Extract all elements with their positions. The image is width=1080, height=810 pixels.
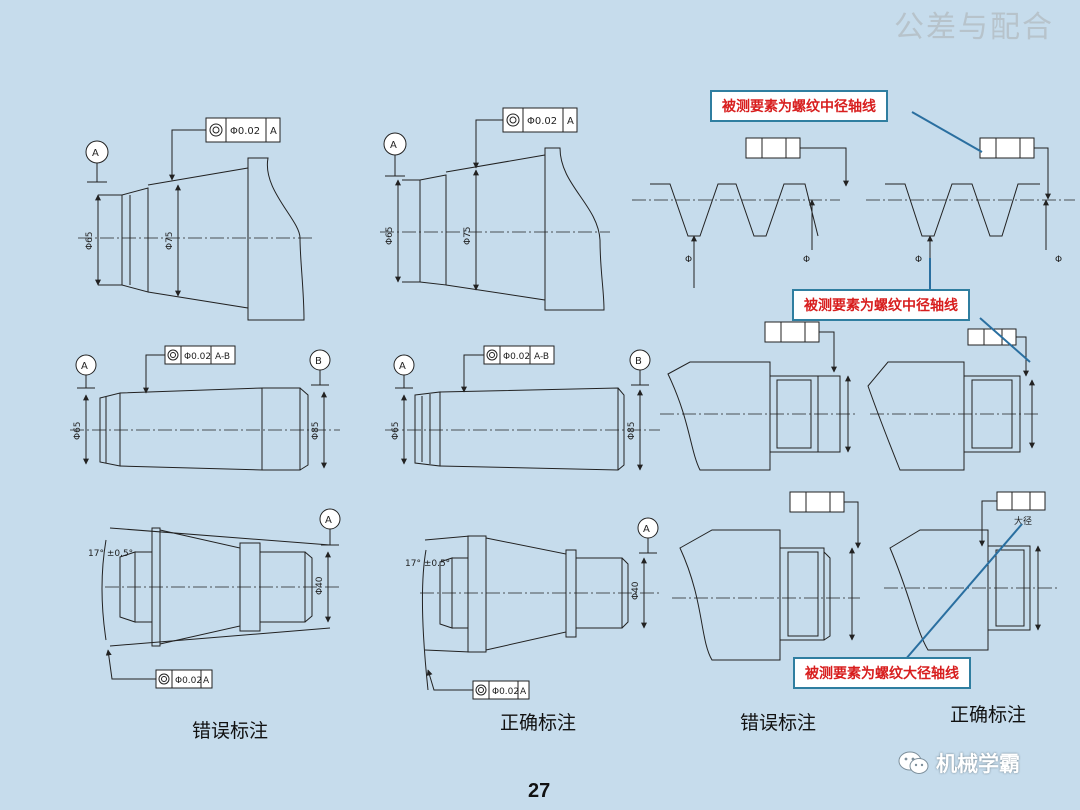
label-correct-right: 正确标注 [950, 704, 1027, 726]
label-wrong-left: 错误标注 [192, 720, 269, 742]
tolerance-frame: Φ0.02 A [205, 117, 281, 143]
tolerance-frame-blank [979, 137, 1035, 159]
tolerance-frame: Φ0.02 A [502, 107, 578, 133]
svg-text:A: A [81, 361, 88, 372]
callout-pitch-axis-top: 被测要素为螺纹中径轴线 [710, 90, 888, 122]
figure-thread-part-correct [867, 328, 1040, 471]
svg-text:Φ0.02: Φ0.02 [175, 676, 202, 686]
svg-text:Φ0.02: Φ0.02 [230, 126, 260, 137]
page-title: 公差与配合 [894, 10, 1054, 45]
svg-text:Φ: Φ [803, 255, 810, 265]
dim-angle: 17° ±0.5° [88, 549, 133, 559]
figure-thread-profile-wrong: Φ Φ [632, 137, 849, 288]
leader-line-2b [979, 317, 1031, 363]
tolerance-frame-blank [745, 137, 801, 159]
tolerance-frame-blank [996, 491, 1046, 511]
wechat-icon [898, 751, 929, 774]
svg-text:A: A [643, 524, 650, 535]
svg-text:Φ0.02: Φ0.02 [527, 116, 557, 127]
svg-text:Φ85: Φ85 [311, 421, 321, 440]
svg-text:Φ: Φ [685, 255, 692, 265]
svg-text:Φ65: Φ65 [391, 421, 401, 440]
svg-text:Φ65: Φ65 [73, 421, 83, 440]
svg-text:A: A [203, 676, 210, 686]
svg-text:Φ0.02: Φ0.02 [503, 352, 530, 362]
svg-text:A: A [390, 140, 397, 151]
dim-d75: Φ75 [165, 231, 175, 250]
tolerance-frame-blank [789, 491, 845, 513]
figure-thread-profile-correct: Φ Φ [866, 137, 1075, 288]
figure-cone-wrong: 17° ±0.5° Φ40 A Φ0.02 A [88, 508, 341, 689]
leader-line-3 [904, 523, 1023, 661]
brand-watermark: 机械学霸 [898, 748, 1020, 778]
tolerance-frame: Φ0.02 A [155, 669, 213, 689]
figure-stepped-shaft-wrong: Φ65 Φ75 A Φ0.02 A [78, 117, 312, 321]
svg-text:A-B: A-B [534, 352, 549, 362]
svg-text:A: A [270, 126, 277, 137]
svg-text:B: B [635, 356, 642, 367]
callout-pitch-axis-middle: 被测要素为螺纹中径轴线 [792, 289, 970, 321]
svg-text:Φ85: Φ85 [627, 421, 637, 440]
datum-a-letter: A [92, 148, 99, 159]
svg-text:Φ40: Φ40 [315, 576, 325, 595]
svg-text:Φ: Φ [915, 255, 922, 265]
figure-stepped-shaft-correct: Φ65 Φ75 A Φ0.02 A [380, 107, 610, 311]
tolerance-frame: Φ0.02 A [472, 680, 530, 700]
figure-thread-part-wrong [660, 321, 858, 471]
callout-major-axis: 被测要素为螺纹大径轴线 [793, 657, 971, 689]
page-number: 27 [528, 780, 551, 802]
svg-text:Φ0.02: Φ0.02 [184, 352, 211, 362]
svg-text:B: B [315, 356, 322, 367]
svg-text:Φ0.02: Φ0.02 [492, 687, 519, 697]
svg-text:Φ75: Φ75 [463, 226, 473, 245]
tolerance-frame: Φ0.02 A-B [164, 345, 236, 365]
svg-text:A-B: A-B [215, 352, 230, 362]
svg-text:A: A [567, 116, 574, 127]
leader-line-1 [911, 111, 983, 153]
label-correct-center: 正确标注 [500, 712, 577, 734]
brand-name: 机械学霸 [936, 752, 1020, 776]
figure-cone-correct: 17° ±0.5° Φ40 A Φ0.02 A [405, 517, 660, 700]
dim-d65: Φ65 [85, 231, 95, 250]
svg-text:A: A [520, 687, 527, 697]
svg-text:Φ65: Φ65 [385, 226, 395, 245]
figure-thread-major-correct: 大径 [884, 491, 1060, 651]
figure-long-shaft-wrong: Φ65 Φ85 A B Φ0.02 A-B [70, 345, 340, 471]
svg-text:17° ±0.5°: 17° ±0.5° [405, 559, 450, 569]
figure-long-shaft-correct: Φ65 Φ85 A B Φ0.02 A-B [385, 345, 660, 471]
svg-text:A: A [399, 361, 406, 372]
svg-text:Φ: Φ [1055, 255, 1062, 265]
label-wrong-right: 错误标注 [740, 712, 817, 734]
major-diameter-note: 大径 [1014, 515, 1032, 527]
svg-text:A: A [325, 515, 332, 526]
tolerance-frame-blank [764, 321, 820, 343]
svg-text:Φ40: Φ40 [631, 581, 641, 600]
tolerance-frame: Φ0.02 A-B [483, 345, 555, 365]
figure-thread-major-wrong [672, 491, 861, 661]
